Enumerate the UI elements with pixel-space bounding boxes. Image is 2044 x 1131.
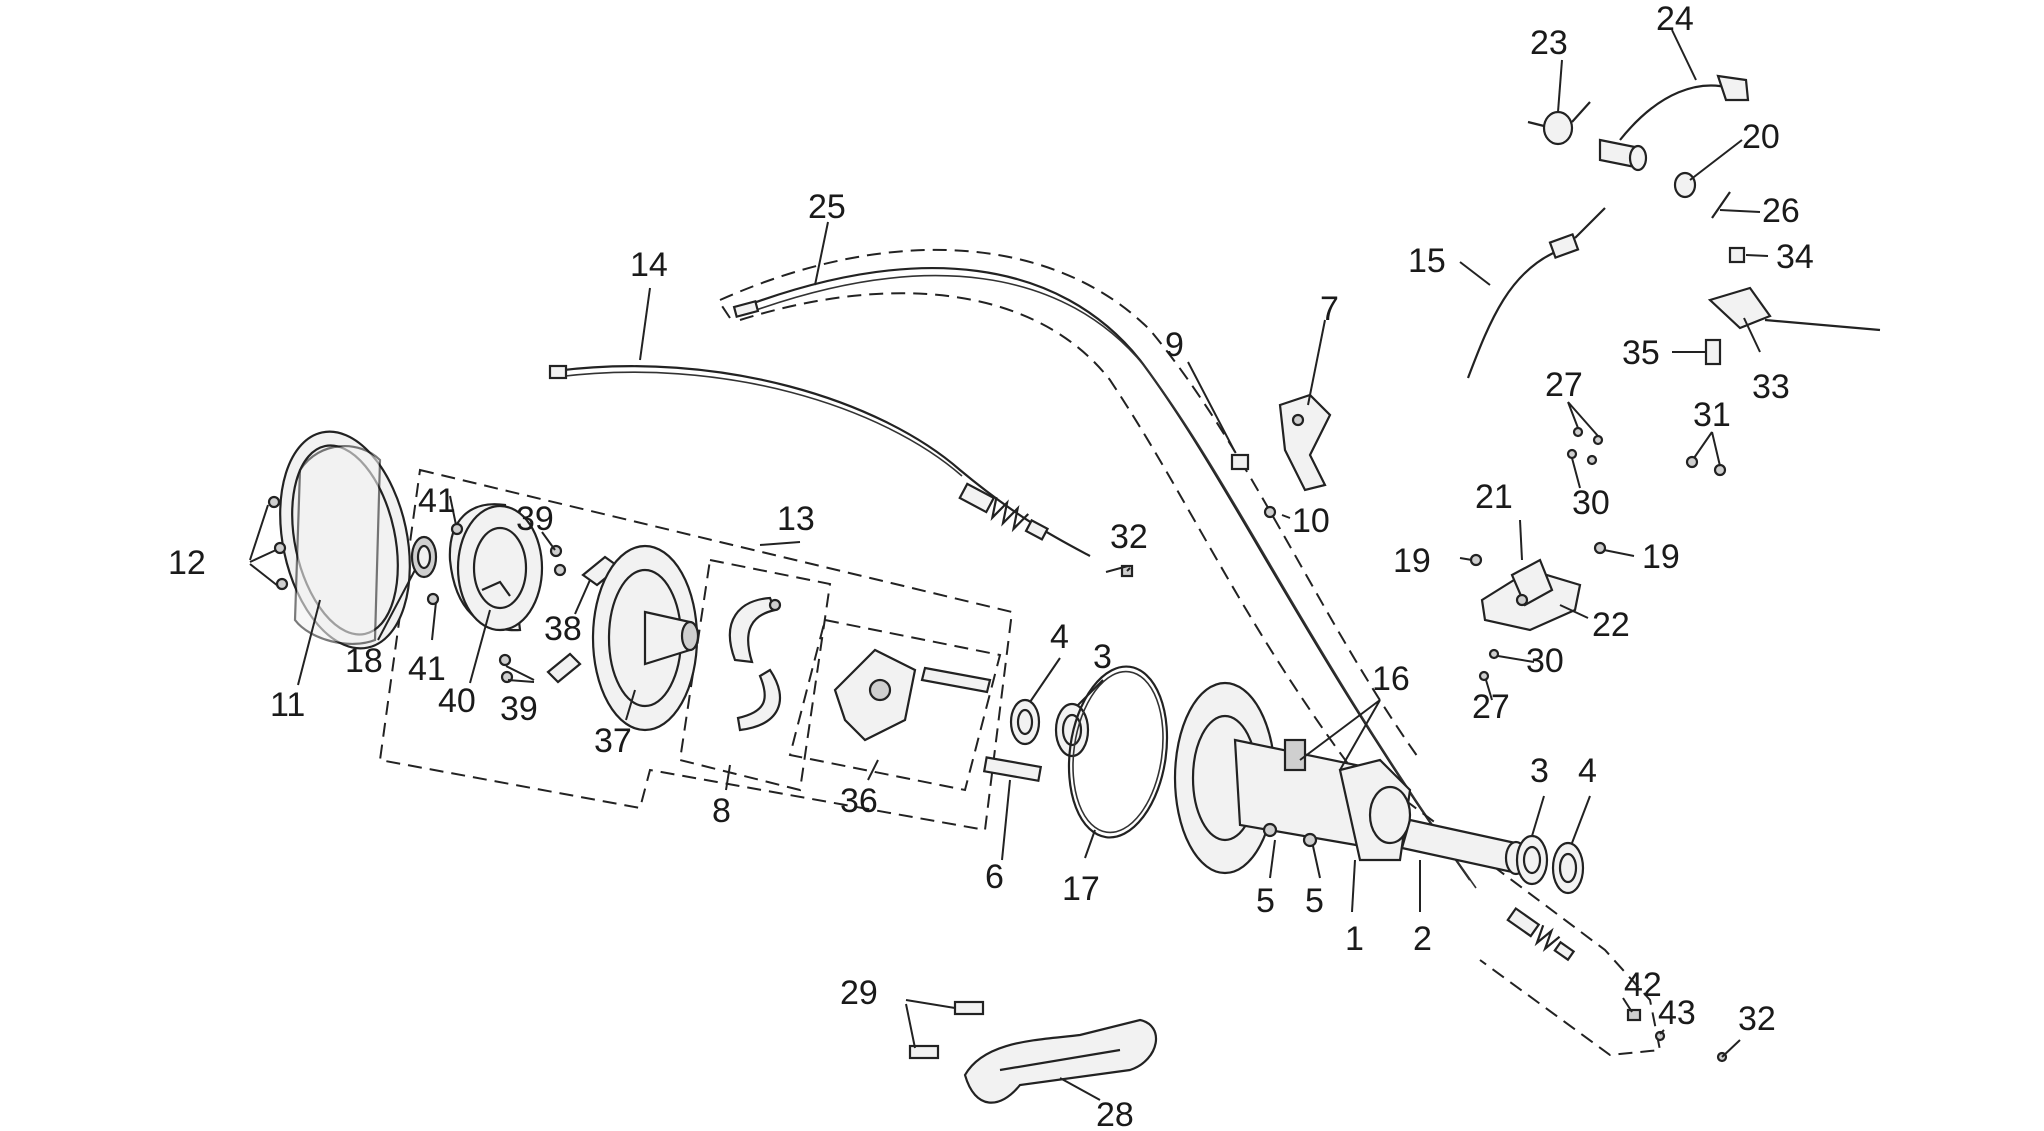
label-40: 40	[438, 682, 476, 720]
washer-20	[1673, 171, 1697, 199]
label-7: 7	[1320, 290, 1339, 328]
pin-26	[1711, 191, 1731, 219]
label-2: 2	[1413, 920, 1432, 958]
label-42: 42	[1624, 966, 1662, 1004]
label-27-top: 27	[1545, 366, 1583, 404]
label-4-left: 4	[1050, 618, 1069, 656]
brake-cable-25	[717, 248, 1477, 889]
label-1: 1	[1345, 920, 1364, 958]
label-8: 8	[712, 792, 731, 830]
label-25: 25	[808, 188, 846, 226]
part-labels: 1 2 3 3 4 4 5 5 6 7 8 9 10 11 12 13 14 1…	[168, 0, 1814, 1131]
bracket-7	[1278, 393, 1332, 492]
o-ring-17	[1067, 665, 1169, 839]
seal-4-left	[1009, 698, 1041, 746]
chain-guard-28	[963, 1018, 1158, 1104]
label-29: 29	[840, 974, 878, 1012]
label-37: 37	[594, 722, 632, 760]
label-30-bottom: 30	[1526, 642, 1564, 680]
bracket-21-22	[1480, 558, 1582, 632]
label-17: 17	[1062, 870, 1100, 908]
screws-12	[267, 495, 289, 591]
label-11: 11	[270, 686, 305, 724]
label-27-bottom: 27	[1472, 688, 1510, 726]
screws-19	[1469, 541, 1607, 567]
screw-10	[1263, 505, 1277, 519]
label-32-left: 32	[1110, 518, 1148, 556]
label-30-top: 30	[1572, 484, 1610, 522]
label-5-a: 5	[1256, 882, 1275, 920]
label-28: 28	[1096, 1096, 1134, 1131]
brake-cable-14	[548, 364, 1091, 557]
label-3-right: 3	[1530, 752, 1549, 790]
label-34: 34	[1776, 238, 1814, 276]
bolts-29	[908, 1000, 985, 1060]
label-35: 35	[1622, 334, 1660, 372]
seal-3-right	[1515, 834, 1549, 886]
assembly-box-8	[678, 558, 832, 792]
label-19-left: 19	[1393, 542, 1431, 580]
label-38: 38	[544, 610, 582, 648]
leader-lines	[249, 29, 1769, 1101]
label-43: 43	[1658, 994, 1696, 1032]
label-16: 16	[1372, 660, 1410, 698]
label-15: 15	[1408, 242, 1446, 280]
assembly-box-13	[378, 468, 1014, 832]
label-4-right: 4	[1578, 752, 1597, 790]
assembly-box-cable-end	[1404, 799, 1662, 1057]
label-39-top: 39	[516, 500, 554, 538]
bolt-35	[1704, 338, 1722, 366]
label-24: 24	[1656, 0, 1694, 38]
label-6: 6	[985, 858, 1004, 896]
label-20: 20	[1742, 118, 1780, 156]
label-26: 26	[1762, 192, 1800, 230]
axle-36	[833, 648, 992, 742]
label-39-bottom: 39	[500, 690, 538, 728]
washer-9	[1230, 453, 1250, 471]
label-21: 21	[1475, 478, 1513, 516]
label-10: 10	[1292, 502, 1330, 540]
assembly-box-36	[788, 618, 1002, 792]
brake-shoes-8	[728, 596, 782, 732]
label-5-b: 5	[1305, 882, 1324, 920]
label-36: 36	[840, 782, 878, 820]
spacer-6	[982, 756, 1043, 783]
spring-23	[1527, 101, 1591, 146]
label-18: 18	[345, 642, 383, 680]
label-19-right: 19	[1642, 538, 1680, 576]
lever-rod-33	[1707, 286, 1881, 332]
label-41-bottom: 41	[408, 650, 446, 688]
label-13: 13	[777, 500, 815, 538]
small-parts-41-39-38	[426, 522, 621, 684]
label-14: 14	[630, 246, 668, 284]
wire-15	[1466, 207, 1606, 379]
brake-drum-37	[591, 544, 700, 732]
label-22: 22	[1592, 606, 1630, 644]
lever-24	[1598, 74, 1750, 172]
wheel-cover-11	[279, 430, 411, 650]
label-41-top: 41	[418, 482, 456, 520]
nut-34	[1728, 246, 1746, 264]
cable-adjuster	[1506, 906, 1576, 962]
label-31: 31	[1693, 396, 1731, 434]
label-33: 33	[1752, 368, 1790, 406]
axle-housing-1	[1173, 681, 1412, 875]
small-parts-27-30	[1478, 426, 1604, 682]
label-9: 9	[1165, 326, 1184, 364]
label-32-right: 32	[1738, 1000, 1776, 1038]
label-23: 23	[1530, 24, 1568, 62]
label-3-left: 3	[1093, 638, 1112, 676]
label-12: 12	[168, 544, 206, 582]
seal-4-right	[1551, 841, 1585, 895]
seal-3-left	[1054, 702, 1090, 758]
bearing-18	[410, 535, 438, 579]
